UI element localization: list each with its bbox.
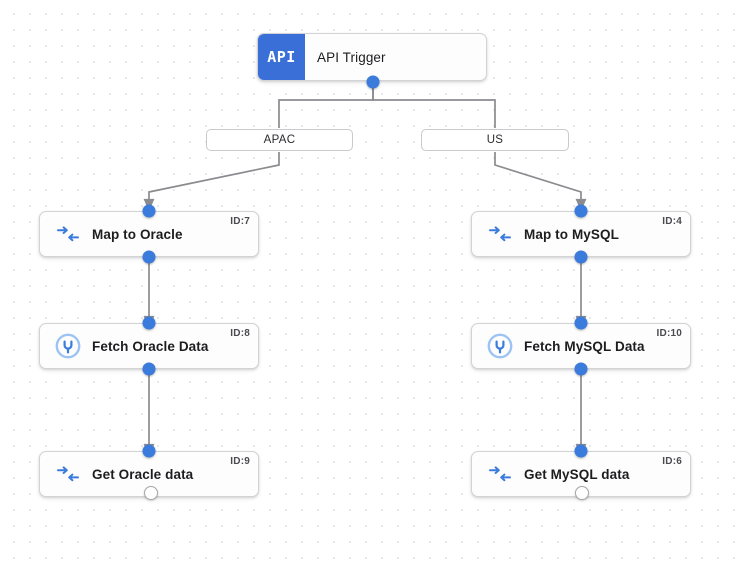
edge-trigger-to-us [372,88,496,128]
node-api-trigger[interactable]: API API Trigger [257,33,487,81]
port-in-fetch-mysql-data[interactable] [574,316,588,330]
port-out-get-oracle-data[interactable] [144,486,158,500]
node-id-badge: ID:6 [662,456,682,467]
node-id-badge: ID:8 [230,328,250,339]
port-out-fetch-mysql-data[interactable] [574,362,588,376]
node-title: Get Oracle data [92,466,194,482]
node-title: Map to Oracle [92,226,183,242]
map-transform-icon [484,466,516,482]
port-in-map-to-oracle[interactable] [142,204,156,218]
branch-label-text: US [486,134,504,146]
node-id-badge: ID:7 [230,216,250,227]
node-fetch-mysql-data[interactable]: Fetch MySQL Data ID:10 [471,323,691,369]
node-title: API Trigger [317,49,386,65]
port-out-get-mysql-data[interactable] [575,486,589,500]
port-out-api-trigger[interactable] [366,75,380,89]
node-map-to-mysql[interactable]: Map to MySQL ID:4 [471,211,691,257]
node-id-badge: ID:4 [662,216,682,227]
database-connector-icon [52,333,84,359]
branch-label-us[interactable]: US [421,129,569,151]
node-get-oracle-data[interactable]: Get Oracle data ID:9 [39,451,259,497]
node-id-badge: ID:9 [230,456,250,467]
map-transform-icon [484,226,516,242]
map-transform-icon [52,466,84,482]
port-in-map-to-mysql[interactable] [574,204,588,218]
port-out-map-to-mysql[interactable] [574,250,588,264]
node-title: Get MySQL data [524,466,630,482]
node-id-badge: ID:10 [656,328,682,339]
port-in-fetch-oracle-data[interactable] [142,316,156,330]
api-chip-label: API [267,48,296,66]
node-title: Fetch MySQL Data [524,338,645,354]
map-transform-icon [52,226,84,242]
branch-label-text: APAC [263,134,296,146]
edge-us-to-map-mysql [494,152,587,212]
node-title: Map to MySQL [524,226,619,242]
branch-label-apac[interactable]: APAC [206,129,353,151]
port-in-get-oracle-data[interactable] [142,444,156,458]
edge-apac-to-map-oracle [143,152,280,212]
port-in-get-mysql-data[interactable] [574,444,588,458]
database-connector-icon [484,333,516,359]
api-icon: API [258,34,305,80]
node-title: Fetch Oracle Data [92,338,209,354]
edge-trigger-to-apac [278,88,374,128]
port-out-fetch-oracle-data[interactable] [142,362,156,376]
port-out-map-to-oracle[interactable] [142,250,156,264]
